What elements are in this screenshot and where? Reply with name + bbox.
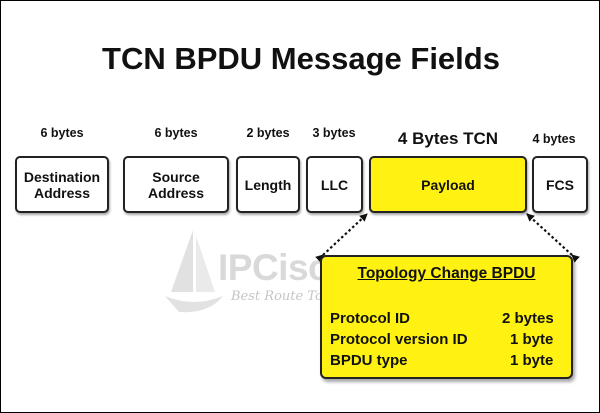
field-length: Length bbox=[236, 156, 300, 213]
field-size-destination: 6 bytes bbox=[40, 126, 84, 140]
field-label-fcs: FCS bbox=[546, 176, 574, 193]
tcn-row-name: Protocol version ID bbox=[330, 331, 468, 348]
field-size-llc: 3 bytes bbox=[312, 126, 356, 140]
field-fcs: FCS bbox=[532, 156, 588, 213]
field-payload: Payload bbox=[369, 156, 527, 213]
sailboat-logo-icon bbox=[165, 230, 223, 313]
tcn-row-value: 2 bytes bbox=[502, 310, 554, 327]
field-label-destination: Destination Address bbox=[23, 168, 101, 201]
field-label-payload: Payload bbox=[421, 176, 475, 193]
tcn-row-protocol-version: Protocol version ID 1 byte bbox=[330, 331, 563, 351]
topology-change-bpdu-box: Topology Change BPDU Protocol ID 2 bytes… bbox=[320, 255, 573, 379]
field-label-llc: LLC bbox=[320, 176, 349, 193]
tcn-box-title: Topology Change BPDU bbox=[357, 265, 536, 282]
tcn-row-name: Protocol ID bbox=[330, 310, 411, 327]
field-size-length: 2 bytes bbox=[246, 126, 290, 140]
diagram-title: TCN BPDU Message Fields bbox=[102, 41, 500, 76]
field-size-payload: 4 Bytes TCN bbox=[397, 129, 499, 148]
field-source-address: Source Address bbox=[123, 156, 229, 213]
field-label-length: Length bbox=[244, 176, 292, 193]
field-llc: LLC bbox=[306, 156, 363, 213]
tcn-row-name: BPDU type bbox=[330, 352, 408, 369]
tcn-row-protocol-id: Protocol ID 2 bytes bbox=[330, 310, 563, 330]
tcn-row-value: 1 byte bbox=[510, 352, 554, 369]
field-destination-address: Destination Address bbox=[15, 156, 109, 213]
field-size-fcs: 4 bytes bbox=[532, 132, 576, 146]
field-size-source: 6 bytes bbox=[154, 126, 198, 140]
arrow-right bbox=[526, 213, 580, 263]
arrow-left bbox=[315, 213, 368, 263]
tcn-row-bpdu-type: BPDU type 1 byte bbox=[330, 352, 563, 372]
field-label-source: Source Address bbox=[147, 168, 205, 201]
tcn-row-value: 1 byte bbox=[510, 331, 554, 348]
